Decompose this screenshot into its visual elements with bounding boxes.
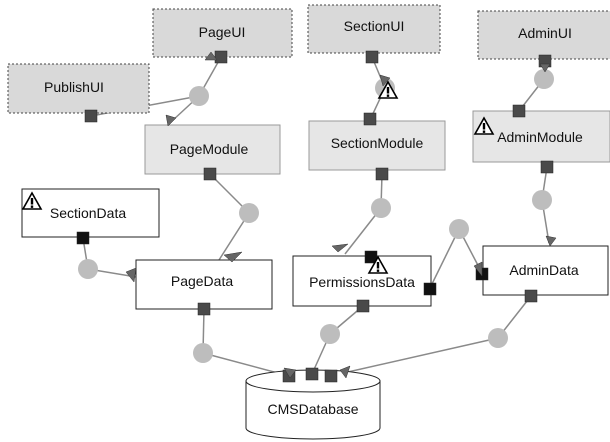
socket — [539, 63, 551, 73]
pagemodule-component[interactable]: PageModule — [144, 124, 281, 175]
permissionsdata-label: PermissionsData — [309, 274, 415, 290]
port — [512, 104, 526, 118]
port — [214, 50, 228, 64]
port — [76, 231, 90, 245]
sectionmodule-label: SectionModule — [331, 135, 424, 151]
port — [356, 299, 370, 313]
port — [324, 369, 338, 383]
sectiondata-label: SectionData — [50, 205, 126, 221]
port — [365, 50, 379, 64]
data-components: SectionData PageData PermissionsData Adm… — [21, 188, 609, 310]
warning-icon — [367, 255, 389, 274]
pagedata-component[interactable]: PageData — [135, 259, 273, 310]
interface-ball — [449, 219, 469, 239]
adminmodule-label: AdminModule — [497, 129, 583, 145]
port — [363, 112, 377, 126]
socket — [545, 235, 557, 247]
socket — [283, 367, 297, 379]
socket — [331, 243, 349, 253]
socket — [125, 267, 137, 283]
cmsdatabase-label: CMSDatabase — [267, 401, 358, 417]
pageui-label: PageUI — [199, 24, 246, 40]
interface-ball — [193, 343, 213, 363]
warning-icon — [377, 80, 399, 99]
socket — [223, 251, 243, 263]
cmsdatabase-component[interactable]: CMSDatabase — [245, 369, 381, 440]
sockets — [125, 51, 557, 379]
ui-components: PageUI SectionUI AdminUI PublishUI — [7, 4, 610, 114]
warning-icon — [473, 116, 495, 135]
admindata-label: AdminData — [509, 262, 578, 278]
socket — [339, 365, 351, 379]
sectionmodule-component[interactable]: SectionModule — [308, 120, 446, 171]
interface-ball — [78, 259, 98, 279]
admindata-component[interactable]: AdminData — [482, 245, 609, 296]
port — [524, 289, 538, 303]
interface-ball — [371, 198, 391, 218]
interface-ball — [534, 69, 554, 89]
sectionui-label: SectionUI — [344, 18, 405, 34]
pagedata-label: PageData — [171, 273, 233, 289]
interface-ball — [488, 328, 508, 348]
permissionsdata-component[interactable]: PermissionsData — [292, 255, 432, 307]
port — [84, 109, 98, 123]
socket — [473, 261, 483, 277]
sectiondata-component[interactable]: SectionData — [21, 188, 160, 238]
socket — [379, 74, 391, 87]
module-components: PageModule SectionModule AdminModule — [144, 110, 610, 175]
socket — [165, 114, 177, 127]
wire-ball-cmsdb-right — [338, 337, 499, 375]
adminui-component[interactable]: AdminUI — [477, 10, 610, 60]
pagemodule-label: PageModule — [170, 141, 249, 157]
interface-ball — [189, 86, 209, 106]
sectionui-component[interactable]: SectionUI — [307, 4, 441, 54]
interface-ball — [532, 190, 552, 210]
publishui-label: PublishUI — [44, 79, 104, 95]
pageui-component[interactable]: PageUI — [152, 8, 293, 58]
port — [203, 167, 217, 181]
publishui-component[interactable]: PublishUI — [7, 63, 150, 114]
port — [423, 282, 437, 296]
port — [364, 250, 378, 264]
adminmodule-component[interactable]: AdminModule — [472, 110, 610, 163]
socket — [204, 51, 218, 61]
port — [540, 160, 554, 174]
port — [305, 367, 319, 381]
interface-ball — [239, 203, 259, 223]
wire-permissions-ball — [429, 228, 460, 289]
adminui-label: AdminUI — [518, 25, 572, 41]
port — [197, 302, 211, 316]
port — [375, 167, 389, 181]
interface-ball — [320, 324, 340, 344]
warning-icon — [21, 191, 43, 210]
